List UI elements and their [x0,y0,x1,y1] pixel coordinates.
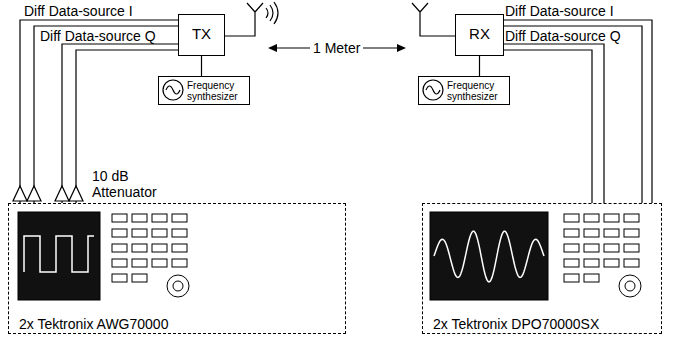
button-symbol [564,229,579,237]
signal-label: Diff Data-source I [505,3,614,19]
button-symbol [624,214,639,222]
signal-label: Diff Data-source Q [40,28,156,44]
button-symbol [624,259,639,267]
button-symbol [584,259,599,267]
wire [504,26,642,203]
button-symbol [624,229,639,237]
attenuator-symbol [13,186,27,201]
connector [479,56,480,76]
sine-source-icon [421,78,445,102]
wire [504,44,604,203]
wire [20,20,178,203]
button-symbol [112,214,127,222]
instrument-label: 2x Tektronix DPO70000SX [433,316,599,332]
button-symbol [604,214,619,222]
rx-box: RX [455,14,504,56]
synth-box: Frequency synthesizer [418,76,510,105]
button-symbol [604,259,619,267]
button-symbol [604,244,619,252]
sine-symbol [426,86,440,94]
button-symbol [604,229,619,237]
attenuator-symbol [69,186,83,201]
signal-label: Diff Data-source I [24,3,133,19]
button-symbol [152,259,167,267]
button-symbol [172,259,187,267]
wire [76,50,178,203]
awg-instrument [18,212,189,300]
synth-label: Frequency synthesizer [447,80,507,102]
block-label: TX [179,25,224,43]
wire [504,20,652,203]
button-symbol [132,259,147,267]
button-symbol [152,244,167,252]
button-symbol [132,229,147,237]
block-label: RX [456,25,503,43]
instrument-label: 2x Tektronix AWG70000 [19,316,168,332]
button-symbol [112,229,127,237]
attenuator-symbol [27,186,41,201]
button-symbol [172,244,187,252]
button-symbol [132,274,147,282]
attenuator-symbol [55,186,69,201]
source-circle [163,80,183,100]
instrument-group: 2x Tektronix DPO70000SX [422,203,662,334]
connector [504,20,652,203]
button-symbol [584,229,599,237]
synth-box: Frequency synthesizer [158,76,250,105]
button-symbol [152,214,167,222]
wire [479,56,480,76]
button-symbol [112,244,127,252]
button-symbol [584,244,599,252]
wire [504,50,592,203]
button-symbol [152,229,167,237]
wire [201,56,202,76]
button-symbol [132,244,147,252]
button-symbol [132,214,147,222]
wire [34,26,178,203]
rx-antenna [412,3,455,36]
button-symbol [564,259,579,267]
synth-label: Frequency synthesizer [187,80,247,102]
dpo-instrument [430,212,641,300]
button-symbol [112,259,127,267]
wire [62,44,178,203]
connector [201,56,202,76]
signal-label: Diff Data-source Q [505,28,621,44]
attenuator-label: 10 dB Attenuator [92,168,167,200]
button-symbol [584,274,599,282]
connector [20,20,178,203]
distance-label: 1 Meter [310,40,363,56]
button-symbol [564,214,579,222]
button-symbol [564,274,579,282]
source-circle [423,80,443,100]
tx-box: TX [178,14,225,56]
button-symbol [172,229,187,237]
instrument-group: 2x Tektronix AWG70000 [8,203,346,334]
tx-antenna [219,2,278,36]
button-symbol [564,244,579,252]
sine-source-icon [161,78,185,102]
button-symbol [112,274,127,282]
button-symbol [172,214,187,222]
button-symbol [584,214,599,222]
sine-symbol [166,86,180,94]
button-symbol [624,244,639,252]
